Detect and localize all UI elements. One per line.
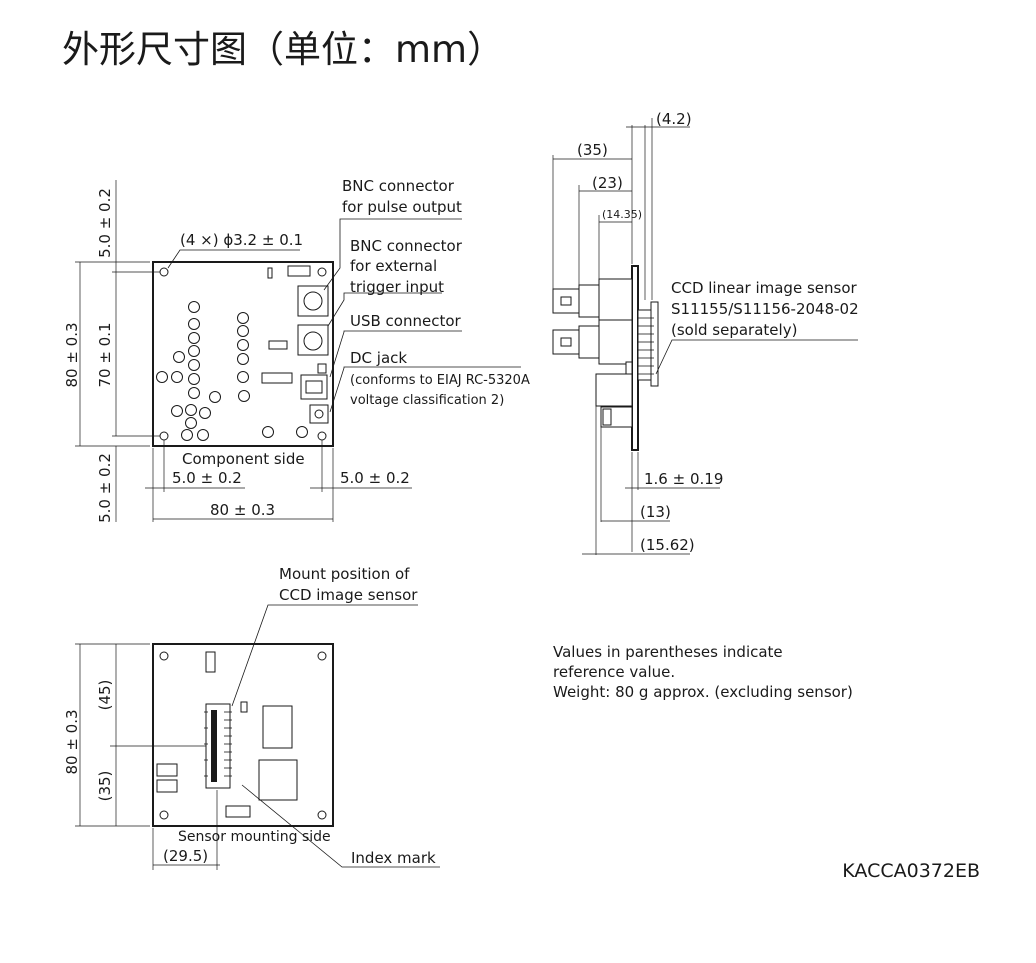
side-board [631,265,639,451]
index-mark-label: Index mark [351,849,436,867]
mount-label-1: Mount position of [279,565,410,583]
bnc-trigger-label-3: trigger input [350,278,444,296]
back-dim-35: (35) [96,771,114,802]
back-height-dim: 80 ± 0.3 [63,709,81,774]
dc-jack-note-1: (conforms to EIAJ RC-5320A [350,373,530,388]
socket-pins [204,711,232,777]
back-dim-45: (45) [96,680,114,711]
side-dim-14-35: (14.35) [602,208,642,221]
note-line-2: reference value. [553,663,675,681]
mounting-hole [159,267,169,277]
side-view: (35) (23) (14.35) (4.2) 1.6 ± 0.19 (13) … [552,110,859,555]
dc-jack-note-2: voltage classification 2) [350,393,504,408]
mounting-hole [317,267,327,277]
usb-connector [300,374,328,400]
sensor-label-1: CCD linear image sensor [671,279,857,297]
note-line-3: Weight: 80 g approx. (excluding sensor) [553,683,853,701]
front-left-margin-dim: 5.0 ± 0.2 [172,469,242,487]
back-board [152,643,334,827]
front-view: BNC connector for pulse output BNC conne… [63,177,530,523]
side-dim-15-62: (15.62) [640,536,695,554]
bnc-pulse-label-1: BNC connector [342,177,455,195]
drawing-code: KACCA0372EB [842,860,980,882]
sensor-label-2: S11155/S11156-2048-02 [671,300,859,318]
page-title: 外形尺寸图（单位：mm） [62,28,504,71]
side-dim-13: (13) [640,503,671,521]
bnc-pulse-label-2: for pulse output [342,198,462,216]
mount-label-2: CCD image sensor [279,586,418,604]
front-width-dim: 80 ± 0.3 [210,501,275,519]
sensor-label-3: (sold separately) [671,321,797,339]
mounting-hole [159,431,169,441]
note-line-1: Values in parentheses indicate [553,643,783,661]
notes: Values in parentheses indicate reference… [553,643,853,701]
front-right-margin-dim: 5.0 ± 0.2 [340,469,410,487]
bnc-trigger-label-2: for external [350,257,437,275]
bnc-trigger-label-1: BNC connector [350,237,463,255]
dc-jack-label: DC jack [350,349,407,367]
front-hole-pitch-dim: 70 ± 0.1 [96,322,114,387]
hole-spec-label: (4 ×) ϕ3.2 ± 0.1 [180,231,303,249]
front-top-margin-dim: 5.0 ± 0.2 [96,188,114,258]
front-height-dim: 80 ± 0.3 [63,322,81,387]
component-side-caption: Component side [182,450,305,468]
sensor-pins [638,317,654,375]
sensor-socket [205,703,231,789]
back-dim-29-5: (29.5) [163,847,208,865]
side-dim-4-2: (4.2) [656,110,692,128]
front-bottom-margin-dim: 5.0 ± 0.2 [96,453,114,523]
back-view: Mount position of CCD image sensor Index… [63,565,440,870]
component-circles [156,301,308,441]
mounting-hole [317,431,327,441]
sensor-mounting-side-caption: Sensor mounting side [178,829,331,845]
side-dim-35: (35) [577,141,608,159]
side-dim-1-6: 1.6 ± 0.19 [644,470,723,488]
usb-label: USB connector [350,312,462,330]
side-dim-23: (23) [592,174,623,192]
